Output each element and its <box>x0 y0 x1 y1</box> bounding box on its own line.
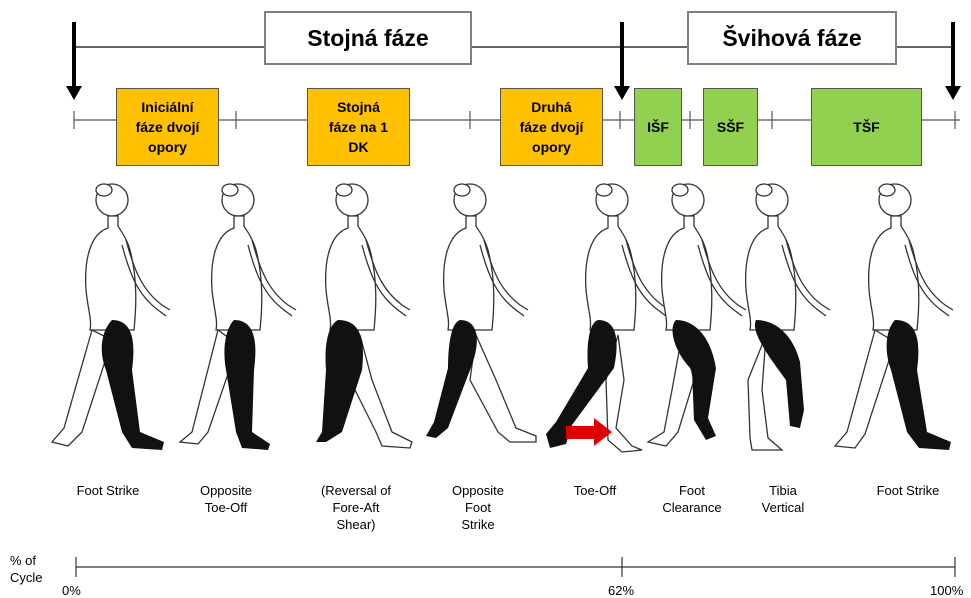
figure-foot-clearance <box>648 184 746 446</box>
subphase-isf: IŠF <box>634 88 682 166</box>
figure-reversal <box>316 184 412 448</box>
gait-figures <box>0 170 971 470</box>
event-label-foot-strike: Foot Strike <box>48 482 168 499</box>
subphase-second-double-support: Druhá fáze dvojí opory <box>500 88 603 166</box>
tick-label-100: 100% <box>930 583 963 598</box>
axis-title: % of Cycle <box>10 552 43 586</box>
figure-foot-strike-2 <box>835 184 953 450</box>
tick-label-0: 0% <box>62 583 81 598</box>
event-label-opposite-toe-off: Opposite Toe-Off <box>166 482 286 516</box>
figure-foot-strike <box>52 184 170 450</box>
event-label-foot-strike-end: Foot Strike <box>848 482 968 499</box>
stance-phase-box: Stojná fáze <box>264 11 472 65</box>
subphase-single-support: Stojná fáze na 1 DK <box>307 88 410 166</box>
figure-opposite-foot-strike <box>426 184 536 442</box>
arrow-start-icon <box>66 22 82 100</box>
arrow-toe-off-icon <box>614 22 630 100</box>
figure-toe-off <box>546 184 670 452</box>
figure-tibia-vertical <box>746 184 830 450</box>
subphase-tsf: TŠF <box>811 88 922 166</box>
event-label-tibia-vertical: Tibia Vertical <box>723 482 843 516</box>
event-label-reversal: (Reversal of Fore-Aft Shear) <box>296 482 416 533</box>
event-label-opposite-foot-strike: Opposite Foot Strike <box>418 482 538 533</box>
subphase-initial-double-support: Iniciální fáze dvojí opory <box>116 88 219 166</box>
tick-label-62: 62% <box>608 583 634 598</box>
swing-phase-box: Švihová fáze <box>687 11 897 65</box>
arrow-end-icon <box>945 22 961 100</box>
figure-opposite-toe-off <box>180 184 296 450</box>
subphase-ssf: SŠF <box>703 88 758 166</box>
